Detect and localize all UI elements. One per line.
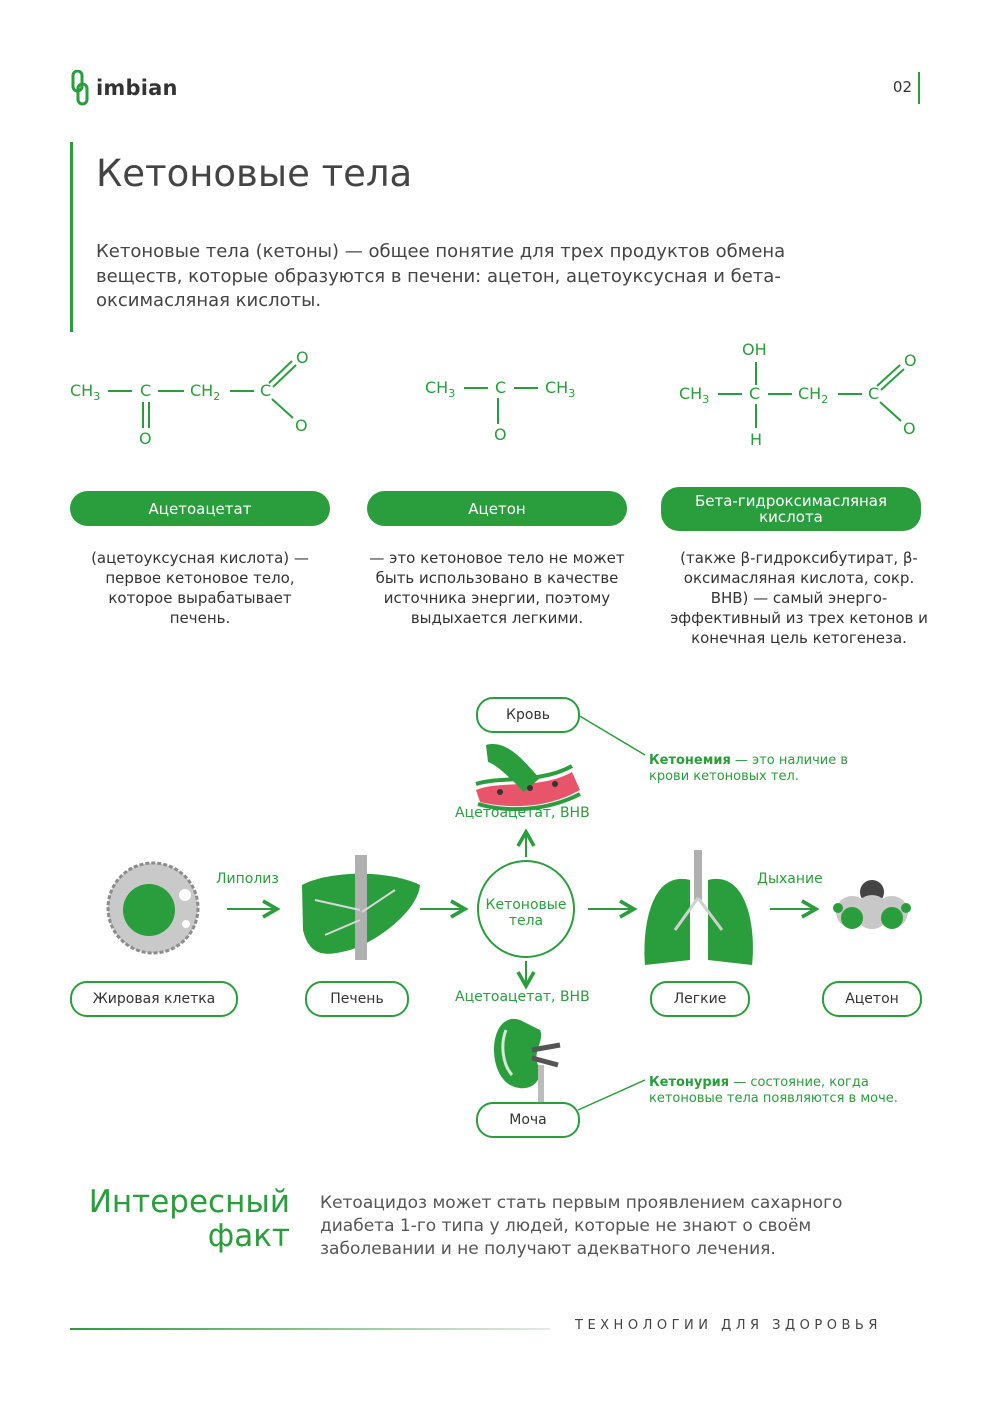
ketonuria-note: Кетонурия — состояние, когда кетоновые т… (649, 1075, 898, 1106)
page-title: Кетоновые тела (96, 152, 413, 195)
fat-cell-icon (106, 861, 200, 955)
ketone-bodies-label: Кетоновые тела (485, 897, 567, 929)
liver-icon (302, 855, 420, 960)
urine-node: Моча (476, 1102, 580, 1138)
svg-text:CH2: CH2 (190, 381, 220, 403)
svg-text:C: C (140, 381, 151, 400)
svg-text:H: H (750, 430, 762, 449)
acetone-node: Ацетон (822, 981, 922, 1017)
label-to-urine: Ацетоацетат, BHB (455, 989, 590, 1005)
ketone-pathway-diagram (106, 714, 911, 1111)
svg-text:CH2: CH2 (798, 384, 828, 406)
svg-text:O: O (903, 419, 916, 438)
label-lipolysis: Липолиз (216, 871, 279, 887)
ketone-bodies-circle (477, 860, 575, 958)
blood-vessel-icon (475, 744, 581, 812)
footer-tagline: ТЕХНОЛОГИИ ДЛЯ ЗДОРОВЬЯ (575, 1318, 882, 1333)
svg-text:C: C (868, 384, 879, 403)
svg-text:O: O (494, 425, 507, 444)
label-breathing: Дыхание (757, 871, 823, 887)
page-number-divider (918, 72, 920, 104)
ketonemia-connector (577, 714, 646, 756)
svg-text:CH3: CH3 (425, 378, 455, 400)
lungs-icon (644, 850, 753, 965)
svg-text:O: O (904, 351, 917, 370)
kidney-icon (493, 1018, 561, 1105)
footer-divider (70, 1328, 550, 1330)
fact-title: Интересный факт (88, 1184, 290, 1254)
logo-text: imbian (96, 76, 178, 100)
bhb-formula: OH CH3 C CH2 C H O O (679, 340, 917, 449)
label-to-blood: Ацетоацетат, BHB (455, 805, 590, 821)
acetoacetate-description: (ацетоуксусная кислота) — первое кетонов… (91, 549, 309, 627)
svg-text:O: O (296, 348, 309, 367)
ketonemia-note: Кетонемия — это наличие в крови кетоновы… (649, 753, 848, 784)
acetone-description: — это кетоновое тело не может быть испол… (369, 549, 625, 627)
svg-text:CH3: CH3 (679, 384, 709, 406)
svg-text:OH: OH (742, 340, 767, 359)
fact-text: Кетоацидоз может стать первым проявление… (320, 1193, 843, 1259)
lungs-node: Легкие (650, 981, 750, 1017)
blood-node: Кровь (476, 697, 580, 733)
brand-logo: imbian (70, 70, 178, 106)
imbian-logo-icon (71, 70, 89, 106)
acetone-formula: CH3 C CH3 O (425, 378, 575, 444)
acetoacetate-formula: CH3 C CH2 C O O O (70, 348, 309, 448)
svg-text:CH3: CH3 (70, 381, 100, 403)
acetone-molecule-icon (833, 880, 911, 929)
bhb-pill: Бета-гидроксимасляная кислота (661, 487, 921, 531)
acetone-pill: Ацетон (367, 491, 627, 526)
ketonuria-connector (577, 1079, 646, 1111)
fat-cell-node: Жировая клетка (70, 981, 238, 1017)
svg-text:C: C (749, 384, 760, 403)
svg-text:CH3: CH3 (545, 378, 575, 400)
title-accent-bar (70, 142, 73, 332)
acetoacetate-pill: Ацетоацетат (70, 491, 330, 526)
bhb-description: (также β-гидроксибутират, β-оксимасляная… (670, 549, 928, 647)
formula-ch3: CH (70, 381, 93, 400)
liver-node: Печень (305, 981, 409, 1017)
page-number: 02 (892, 78, 912, 96)
chemical-formulas: CH3 C CH2 C O O O CH3 C CH3 O (70, 340, 917, 449)
intro-paragraph: Кетоновые тела (кетоны) — общее понятие … (96, 241, 786, 311)
svg-text:O: O (139, 429, 152, 448)
svg-text:C: C (260, 381, 271, 400)
svg-text:O: O (295, 416, 308, 435)
svg-text:C: C (495, 378, 506, 397)
